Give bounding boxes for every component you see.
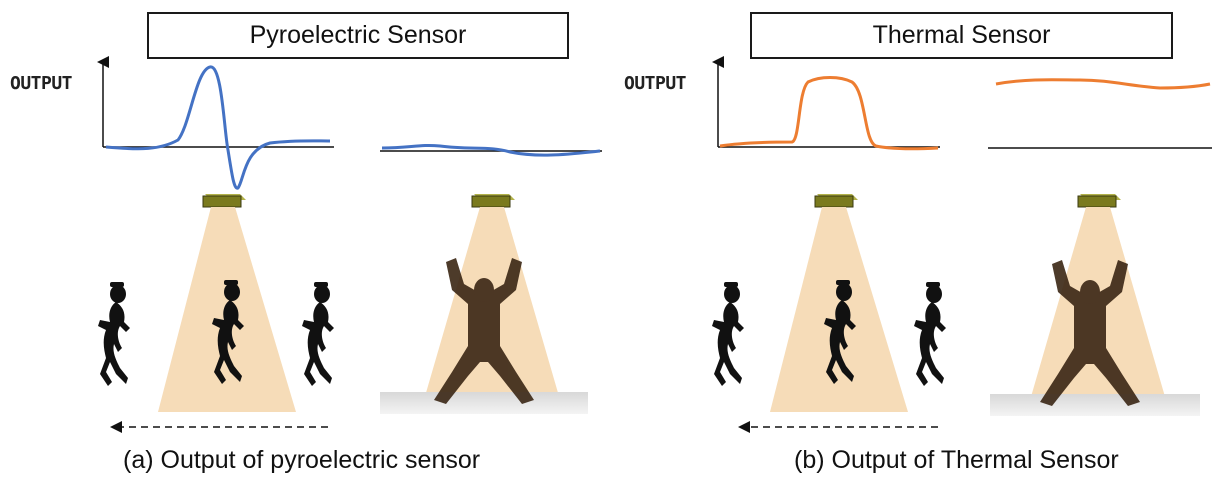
pyro-walker-left [98,282,130,386]
pyro-standing-person [434,258,534,404]
thermal-chart-1-signal [719,76,939,151]
thermal-floor [990,394,1200,416]
thermal-standing-person [1040,260,1140,406]
pyro-chart-2-signal [381,143,601,157]
thermal-walker-right [914,282,946,386]
pyro-sensor-walking [202,194,246,208]
thermal-sensor-walking [814,194,858,208]
pyro-floor [380,392,588,414]
thermal-chart-2-signal [995,78,1211,90]
pyro-chart-1-signal [105,65,331,190]
pyroelectric-title: Pyroelectric Sensor [147,12,569,59]
thermal-caption: (b) Output of Thermal Sensor [794,446,1119,474]
thermal-walker-left [712,282,744,386]
thermal-chart-1 [712,56,940,151]
pyro-sensor-standing [471,194,515,208]
pyro-output-axis-label: OUTPUT [10,73,73,94]
thermal-title: Thermal Sensor [750,12,1173,59]
thermal-output-axis-label: OUTPUT [624,73,687,94]
thermal-sensor-standing [1077,194,1121,208]
thermal-chart-2 [988,78,1212,149]
pyro-chart-2 [380,143,602,157]
pyro-walker-right [302,282,334,386]
pyro-chart-1 [97,56,334,190]
pyro-caption: (a) Output of pyroelectric sensor [123,446,481,474]
